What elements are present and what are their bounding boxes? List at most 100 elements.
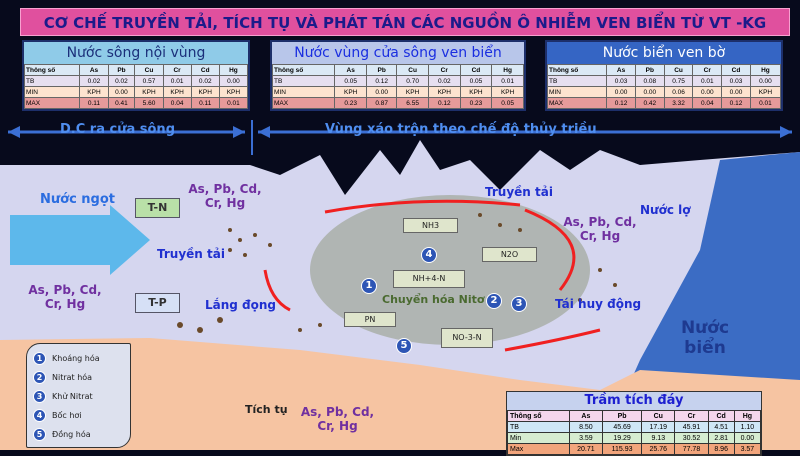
- table-cell: 0.01: [749, 97, 782, 109]
- arrow-head: [258, 126, 270, 138]
- table-cell: 17.19: [641, 421, 676, 433]
- column-header: Cd: [707, 410, 735, 422]
- transport-arrow: [324, 199, 521, 214]
- step-number-icon: 1: [33, 352, 46, 365]
- table-cell: 0.03: [721, 75, 751, 87]
- table-cell: 4.51: [707, 421, 735, 433]
- table-cell: MAX: [546, 97, 608, 109]
- table-cell: 115.93: [601, 443, 643, 455]
- table-cell: 0.01: [162, 75, 192, 87]
- table-cell: 0.11: [190, 97, 220, 109]
- table-title: Nước vùng cửa sông ven biển: [272, 42, 524, 64]
- step-number-icon: 2: [33, 371, 46, 384]
- table-title: Nước biển ven bờ: [547, 42, 781, 64]
- table-cell: 6.55: [396, 97, 429, 109]
- node-nh3: NH3: [403, 218, 458, 233]
- label-sea: Nước biển: [680, 318, 730, 358]
- label-settling: Lắng đọng: [205, 298, 277, 312]
- table-cell: 1.10: [733, 421, 762, 433]
- legend-label: Khoáng hóa: [52, 354, 100, 363]
- label-brackish: Nước lợ: [640, 203, 691, 217]
- step-4-icon: 4: [421, 247, 437, 263]
- table-cell: 0.11: [79, 97, 109, 109]
- process-legend: 1 Khoáng hóa 2 Nitrat hóa 3 Khử Nitrat 4 Bốc hơ…: [26, 343, 131, 448]
- legend-label: Nitrat hóa: [52, 373, 93, 382]
- page-title: CƠ CHẾ TRUYỀN TẢI, TÍCH TỤ VÀ PHÁT TÁN C…: [20, 8, 790, 36]
- column-header: As: [334, 64, 368, 76]
- table-cell: 0.02: [79, 75, 109, 87]
- column-header: Hg: [749, 64, 782, 76]
- table-cell: MAX: [271, 97, 336, 109]
- resuspension-arrow-bottom: [504, 328, 601, 352]
- node-nh4: NH+4-N: [393, 270, 465, 288]
- column-header: Hg: [733, 410, 762, 422]
- step-5-icon: 5: [396, 338, 412, 354]
- table-title: Nước sông nội vùng: [24, 42, 248, 64]
- table-cell: 19.29: [601, 432, 643, 444]
- legend-item: 1 Khoáng hóa: [33, 349, 124, 368]
- table-cell: 3.59: [568, 432, 603, 444]
- table-cell: 25.76: [641, 443, 676, 455]
- table-cell: 0.12: [427, 97, 461, 109]
- table-cell: 8.96: [707, 443, 735, 455]
- metals-label: As, Pb, Cd, Cr, Hg: [28, 283, 102, 311]
- step-1-icon: 1: [361, 278, 377, 294]
- column-header: Cu: [641, 410, 676, 422]
- arrow-head: [780, 126, 792, 138]
- resuspension-arrow: [524, 208, 576, 291]
- table-cell: TB: [23, 75, 81, 87]
- label-resuspension: Tái huy động: [555, 297, 642, 311]
- label-total-phosphorus: T-P: [135, 293, 180, 313]
- table-cell: 45.91: [674, 421, 709, 433]
- label-transport: Truyền tải: [157, 247, 225, 261]
- table-cell: 0.87: [366, 97, 398, 109]
- label-nitrogen-cycle: Chuyển hóa Nitơ: [382, 293, 485, 306]
- arrow-head: [8, 126, 20, 138]
- table-cell: 2.81: [707, 432, 735, 444]
- step-number-icon: 4: [33, 409, 46, 422]
- table-cell: MAX: [23, 97, 81, 109]
- arrow-head: [233, 126, 245, 138]
- label-transport: Truyền tải: [485, 185, 553, 199]
- table-cell: 0.00: [733, 432, 762, 444]
- node-no3: NO-3-N: [441, 328, 493, 348]
- step-3-icon: 3: [511, 296, 527, 312]
- settling-arrow: [263, 269, 291, 312]
- label-accumulation: Tích tụ: [245, 403, 288, 416]
- node-pn: PN: [344, 312, 396, 327]
- table-cell: 0.41: [107, 97, 136, 109]
- metals-label: As, Pb, Cd, Cr, Hg: [188, 182, 262, 210]
- table-cell: 0.05: [491, 97, 524, 109]
- legend-label: Khử Nitrat: [52, 392, 93, 401]
- legend-item: 4 Bốc hơi: [33, 406, 124, 425]
- column-header: Thông số: [507, 410, 570, 422]
- table-title: Trầm tích đáy: [507, 392, 761, 410]
- table-cell: 77.78: [674, 443, 709, 455]
- table-cell: 0.01: [218, 97, 249, 109]
- step-number-icon: 3: [33, 390, 46, 403]
- legend-item: 2 Nitrat hóa: [33, 368, 124, 387]
- table-cell: 3.32: [663, 97, 694, 109]
- table-cell: 8.50: [568, 421, 603, 433]
- legend-label: Bốc hơi: [52, 411, 82, 420]
- table-cell: 30.52: [674, 432, 709, 444]
- sediment-particles: [177, 213, 617, 333]
- table-cell: KPH: [749, 86, 782, 98]
- table-cell: TB: [507, 421, 570, 433]
